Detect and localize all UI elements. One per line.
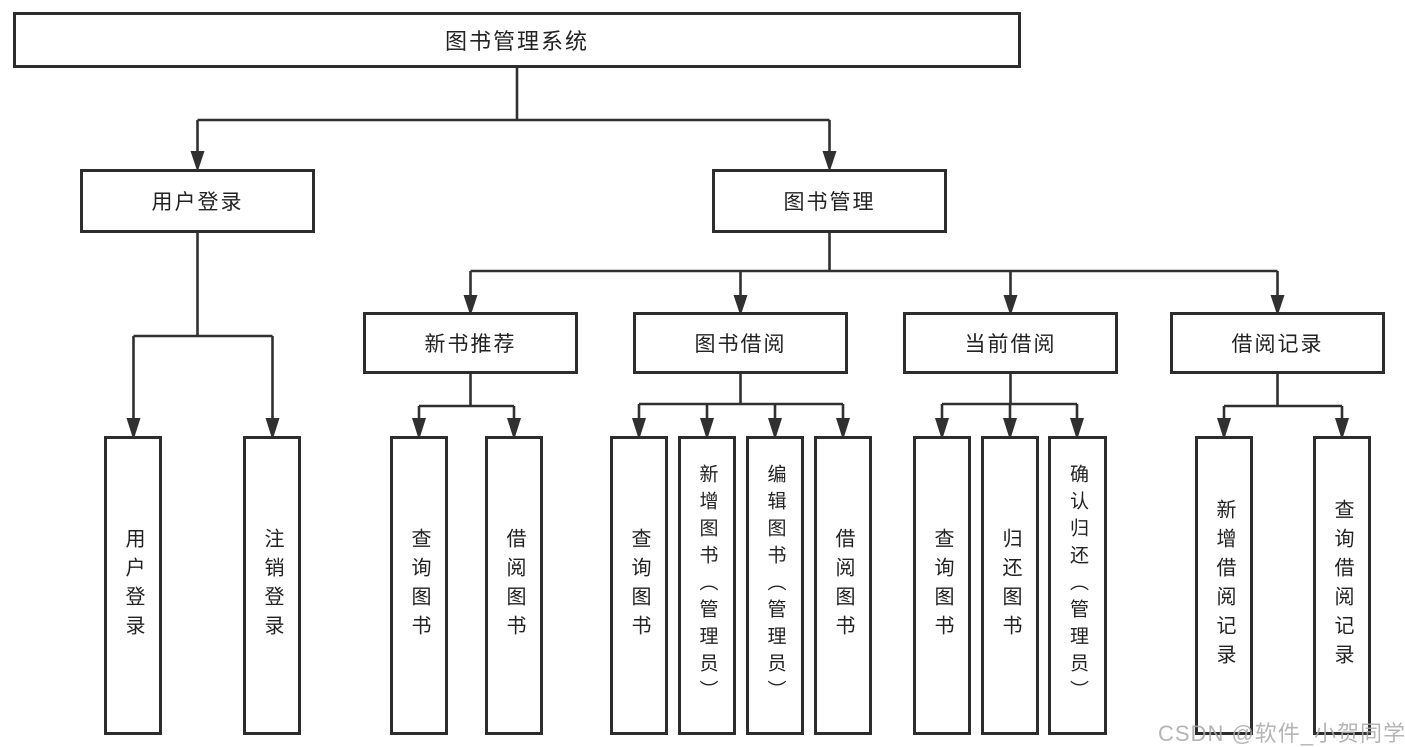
leaf-borrow-books-recommend: 借阅图书 bbox=[485, 436, 543, 735]
leaf-query-books-current: 查询图书 bbox=[913, 436, 971, 735]
leaf-query-books-borrow: 查询图书 bbox=[610, 436, 668, 735]
leaf-query-borrow-record: 查询借阅记录 bbox=[1313, 436, 1371, 735]
node-book-borrow: 图书借阅 bbox=[633, 312, 848, 374]
node-user-login: 用户登录 bbox=[80, 169, 315, 233]
node-borrow-records: 借阅记录 bbox=[1170, 312, 1385, 374]
leaf-query-books-recommend: 查询图书 bbox=[390, 436, 448, 735]
leaf-borrow-books: 借阅图书 bbox=[814, 436, 872, 735]
leaf-return-books: 归还图书 bbox=[981, 436, 1039, 735]
csdn-watermark: CSDN @软件_小贺同学 bbox=[1158, 721, 1405, 746]
node-current-borrow: 当前借阅 bbox=[903, 312, 1118, 374]
leaf-add-borrow-record: 新增借阅记录 bbox=[1195, 436, 1253, 735]
leaf-add-books-admin: 新增图书（管理员） bbox=[678, 436, 736, 735]
node-book-management-system: 图书管理系统 bbox=[13, 12, 1021, 68]
node-new-book-recommend: 新书推荐 bbox=[363, 312, 578, 374]
leaf-logout: 注销登录 bbox=[243, 436, 301, 735]
leaf-user-login: 用户登录 bbox=[104, 436, 162, 735]
leaf-confirm-return-admin: 确认归还（管理员） bbox=[1048, 436, 1107, 735]
node-book-management: 图书管理 bbox=[712, 169, 947, 233]
leaf-edit-books-admin: 编辑图书（管理员） bbox=[746, 436, 804, 735]
